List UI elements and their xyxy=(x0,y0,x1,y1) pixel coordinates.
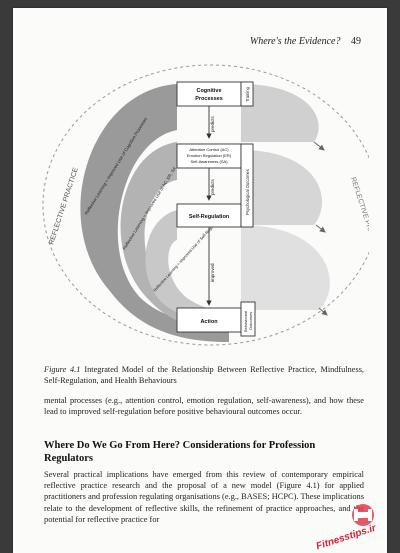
paragraph-1: mental processes (e.g., attention contro… xyxy=(44,396,364,417)
behavioural-outcomes-tab xyxy=(240,301,256,337)
behavioural-label-2: Outcomes xyxy=(248,312,253,330)
arc-middle xyxy=(120,142,229,332)
arrow-label-1: predicts xyxy=(210,115,215,132)
outer-label-right: REFLECTIVE PRACTICE xyxy=(349,176,369,255)
outer-reflective-practice-ellipse xyxy=(42,64,369,346)
psychological-outcomes-tab xyxy=(240,143,254,228)
figure-4-1: REFLECTIVE PRACTICE REFLECTIVE PRACTICE … xyxy=(29,50,369,350)
outer-label-left: REFLECTIVE PRACTICE xyxy=(48,167,80,246)
cognitive-line-2: Processes xyxy=(195,96,223,102)
section-heading: Where Do We Go From Here? Considerations… xyxy=(44,440,316,464)
running-head: Where's the Evidence? 49 xyxy=(250,36,361,47)
training-tab xyxy=(240,81,254,107)
behavioural-label-1: Behavioural xyxy=(243,311,248,332)
bulge-middle xyxy=(241,150,323,225)
caption-text: Integrated Model of the Relationship Bet… xyxy=(44,365,364,386)
caption-label: Figure 4.1 xyxy=(44,365,81,375)
paragraph-2: Several practical implications have emer… xyxy=(44,470,364,524)
bulge-bottom xyxy=(241,225,330,310)
mediator-er: Emotion Regulation (ER) xyxy=(187,153,232,158)
arrow-label-3: improved xyxy=(210,263,215,282)
action-label: Action xyxy=(200,319,218,325)
page-number: 49 xyxy=(351,36,361,47)
mediator-ac: Attention Control (AC) xyxy=(189,147,229,152)
cognitive-processes-box xyxy=(176,81,242,107)
book-page: Where's the Evidence? 49 xyxy=(13,8,387,553)
bulge-top xyxy=(241,84,319,142)
arc-outer xyxy=(80,84,229,342)
watermark-logo: Fitnesstips.ir xyxy=(307,499,381,552)
model-diagram: REFLECTIVE PRACTICE REFLECTIVE PRACTICE … xyxy=(42,64,369,346)
arc-inner xyxy=(145,210,229,324)
training-label: Training xyxy=(245,86,250,102)
mediator-sa: Self-Awareness (SA) xyxy=(190,159,228,164)
self-regulation-label: Self-Regulation xyxy=(189,214,230,220)
psychological-outcomes-label: Psychological Outcomes xyxy=(245,169,250,215)
dumbbell-icon xyxy=(352,504,374,526)
cognitive-line-1: Cognitive xyxy=(196,88,221,94)
arrow-label-2: predicts xyxy=(210,178,215,195)
running-head-title: Where's the Evidence? xyxy=(249,36,341,47)
